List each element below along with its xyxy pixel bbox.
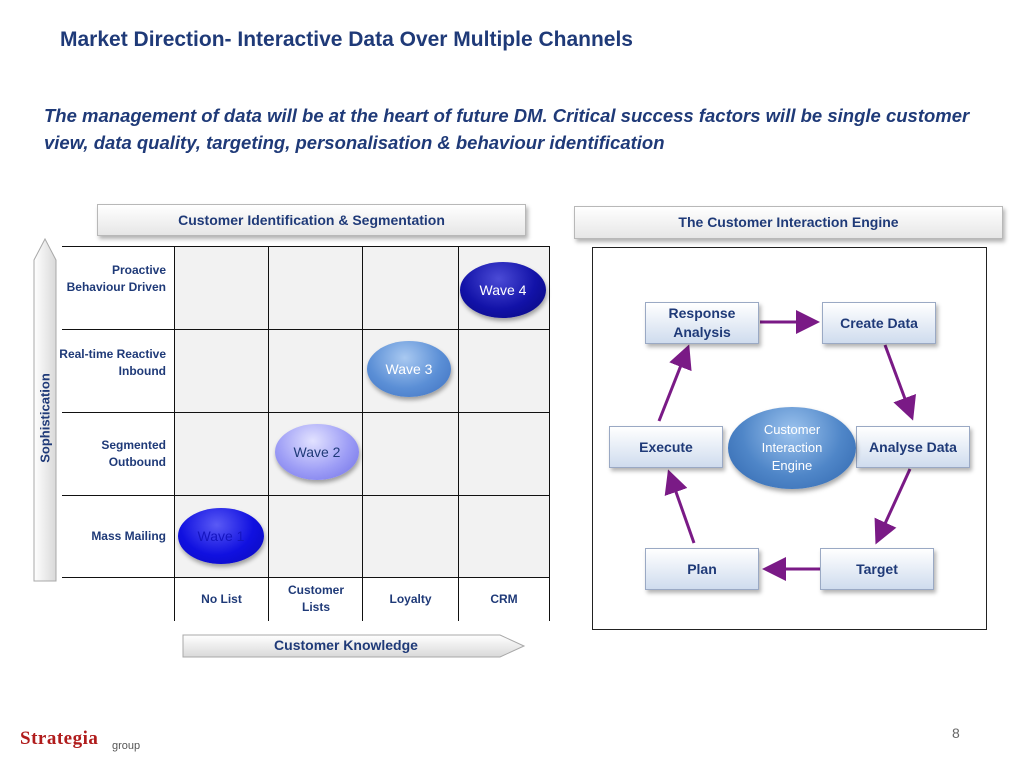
page-number: 8: [952, 725, 960, 741]
arrow-execute-to-response: [657, 344, 692, 422]
engine-header-label: The Customer Interaction Engine: [678, 214, 899, 230]
wave-2-label: Wave 2: [293, 444, 341, 460]
engine-center-label: Customer Interaction Engine: [761, 422, 823, 473]
step-analyse-data-label: Analyse Data: [869, 438, 957, 455]
col-label: Loyalty: [389, 592, 432, 606]
row-label-cell: [62, 412, 175, 496]
grid-cell: [362, 246, 459, 330]
grid-cell: [174, 329, 269, 413]
grid-cell: [174, 412, 269, 496]
grid-cell: [458, 412, 550, 496]
col-label: CRM: [490, 592, 518, 606]
row-label: Segmented Outbound: [101, 438, 166, 469]
col-label: No List: [201, 592, 242, 606]
grid-cell: [268, 246, 363, 330]
x-axis-label: Customer Knowledge: [274, 637, 418, 653]
step-create-data: Create Data: [822, 302, 936, 344]
wave-3: Wave 3: [367, 341, 451, 397]
row-label: Mass Mailing: [91, 529, 166, 543]
wave-1-label: Wave 1: [197, 528, 245, 544]
segmentation-header-label: Customer Identification & Segmentation: [178, 212, 445, 228]
wave-3-label: Wave 3: [385, 361, 433, 377]
step-plan: Plan: [645, 548, 759, 590]
slide-title: Market Direction- Interactive Data Over …: [60, 28, 633, 51]
strategia-logo: Strategia group: [20, 728, 160, 758]
wave-4: Wave 4: [460, 262, 546, 318]
arrow-plan-to-execute: [664, 469, 696, 544]
grid-cell: [458, 495, 550, 578]
grid-cell: [362, 412, 459, 496]
col-label-cell: [174, 577, 269, 621]
wave-1: Wave 1: [178, 508, 264, 564]
segmentation-grid: Proactive Behaviour Driven Real-time Rea…: [59, 246, 550, 621]
grid-cell: [458, 329, 550, 413]
step-create-data-label: Create Data: [840, 314, 918, 331]
grid-cell: [174, 246, 269, 330]
row-label-cell: [62, 329, 175, 413]
knowledge-arrow: [182, 634, 526, 658]
step-target: Target: [820, 548, 934, 590]
grid-cell: [268, 329, 363, 413]
step-response-analysis-label: Response Analysis: [668, 305, 736, 340]
step-execute-label: Execute: [639, 438, 693, 455]
slide-subtitle: The management of data will be at the he…: [44, 105, 970, 153]
engine-center: Customer Interaction Engine: [728, 407, 856, 489]
logo-sub: group: [112, 740, 141, 752]
wave-2: Wave 2: [275, 424, 359, 480]
segmentation-header: Customer Identification & Segmentation: [97, 204, 526, 236]
col-label-cell: [362, 577, 459, 621]
row-label-cell: [62, 246, 175, 330]
arrow-create-to-analyse: [883, 344, 916, 421]
grid-cell: [268, 495, 363, 578]
row-label-cell: [62, 495, 175, 578]
row-label: Real-time Reactive Inbound: [59, 347, 166, 378]
grid-cell: [362, 495, 459, 578]
arrow-analyse-to-target: [874, 468, 912, 545]
logo-name: Strategia: [20, 728, 99, 749]
step-target-label: Target: [856, 560, 898, 577]
step-response-analysis: Response Analysis: [645, 302, 759, 344]
col-label: Customer Lists: [287, 583, 344, 614]
engine-header: The Customer Interaction Engine: [574, 206, 1003, 239]
sophistication-arrow: [33, 237, 57, 582]
row-label: Proactive Behaviour Driven: [66, 263, 166, 294]
step-execute: Execute: [609, 426, 723, 468]
y-axis-label: Sophistication: [37, 373, 53, 463]
col-label-cell: [458, 577, 550, 621]
step-analyse-data: Analyse Data: [856, 426, 970, 468]
engine-arrows: [657, 310, 916, 581]
step-plan-label: Plan: [687, 560, 717, 577]
wave-4-label: Wave 4: [479, 282, 527, 298]
